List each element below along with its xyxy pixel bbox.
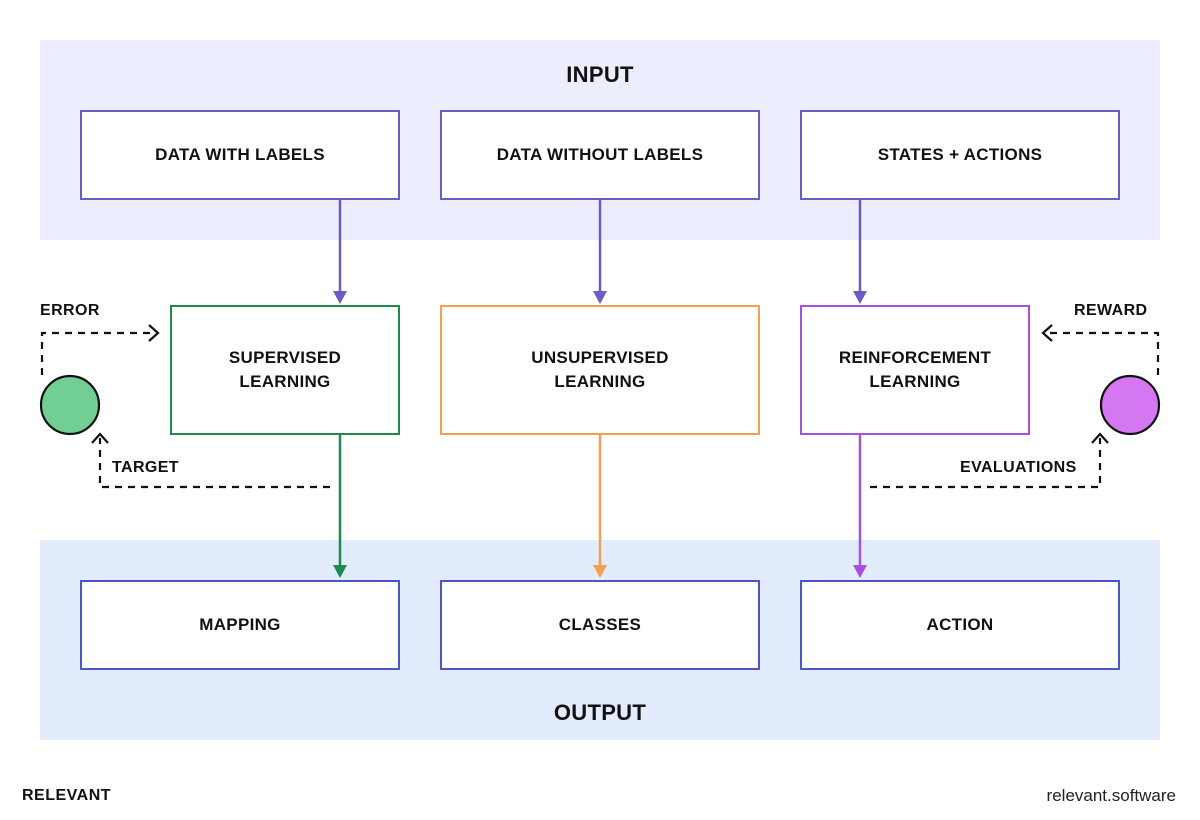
action-box: ACTION: [800, 580, 1120, 670]
reward-label: REWARD: [1074, 302, 1148, 319]
output-title: OUTPUT: [553, 700, 647, 725]
mapping-box: MAPPING: [80, 580, 400, 670]
reward-feedback-loop: [1041, 324, 1160, 375]
unsupervised-learning-box: UNSUPERVISED LEARNING: [440, 305, 760, 435]
states-actions-box: STATES + ACTIONS: [800, 110, 1120, 200]
error-label: ERROR: [40, 302, 100, 319]
classes-box: CLASSES: [440, 580, 760, 670]
brand-logo: RELEVANT: [22, 787, 112, 804]
input-title: INPUT: [566, 62, 634, 87]
website-url[interactable]: relevant.software: [1046, 786, 1176, 805]
error-feedback-loop: [40, 324, 160, 375]
data-with-labels-box: DATA WITH LABELS: [80, 110, 400, 200]
error-circle: [39, 374, 101, 436]
evaluations-label: EVALUATIONS: [960, 459, 1077, 476]
data-without-labels-box: DATA WITHOUT LABELS: [440, 110, 760, 200]
reward-circle: [1099, 374, 1161, 436]
reinforcement-learning-box: REINFORCEMENT LEARNING: [800, 305, 1030, 435]
supervised-learning-box: SUPERVISED LEARNING: [170, 305, 400, 435]
target-label: TARGET: [112, 459, 179, 476]
